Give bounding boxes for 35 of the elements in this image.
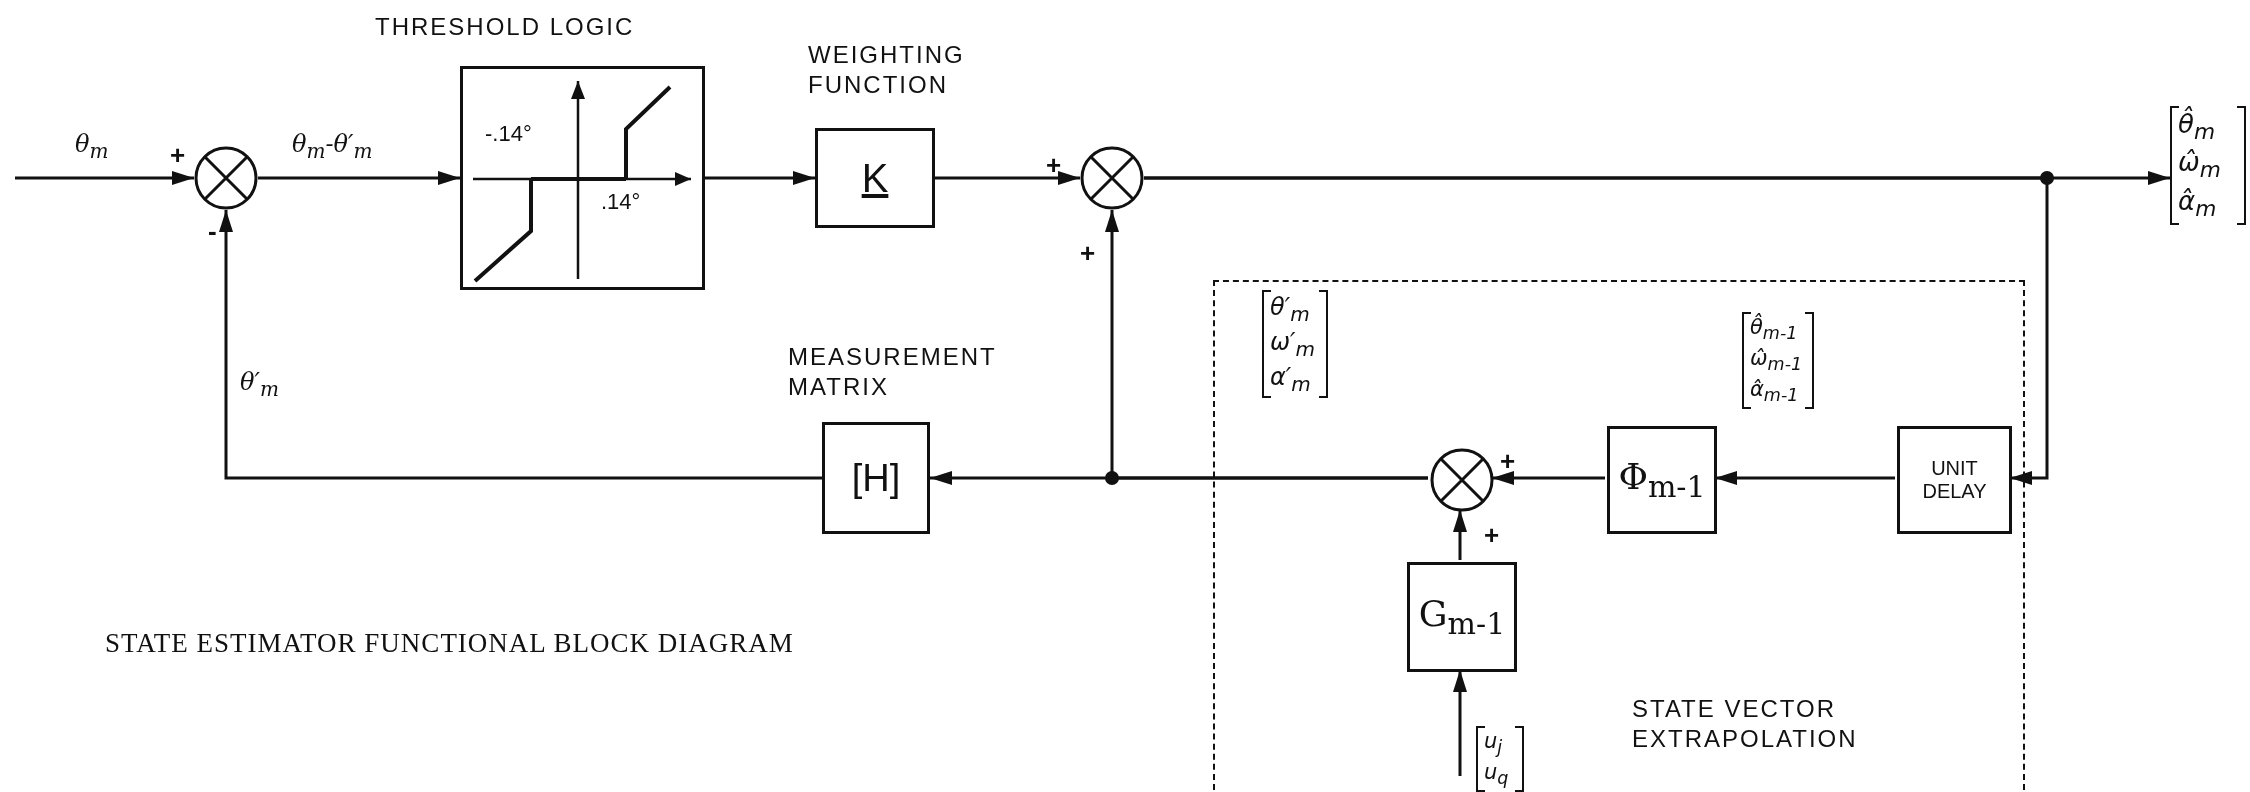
block-box: Φ$_{m-1}$ (1607, 426, 1717, 534)
summing-junction (194, 146, 258, 210)
signal-arrow (935, 171, 1080, 185)
block-title: MEASUREMENT MATRIX (788, 342, 998, 402)
block-title: THRESHOLD LOGIC (375, 12, 636, 42)
block-box: [H] (822, 422, 930, 534)
sign-label: + (1046, 150, 1062, 181)
sign-label: + (1080, 238, 1096, 269)
block-box: K (815, 128, 935, 228)
group-title: STATE VECTOR EXTRAPOLATION (1632, 694, 1859, 754)
signal-arrow (1492, 471, 1605, 485)
signal-arrow (1144, 176, 2049, 485)
sign-label: + (1484, 520, 1500, 551)
signal-arrow (1453, 670, 1467, 776)
summing-junction (1430, 448, 1494, 512)
sign-label: + (1500, 446, 1516, 477)
signal-arrow (1105, 210, 1428, 480)
diagram-caption: STATE ESTIMATOR FUNCTIONAL BLOCK DIAGRAM (105, 628, 794, 659)
signal-arrow (1453, 510, 1467, 560)
block-box: G$_{m-1}$ (1407, 562, 1517, 672)
block-box: UNIT DELAY (1897, 426, 2012, 534)
vector-label: θ′$_{m}$ ω′$_{m}$ α′$_{m}$ (1262, 290, 1328, 399)
signal-arrow (15, 171, 194, 185)
vector-label: u$_{j}$ u$_{q}$ (1476, 726, 1524, 792)
summing-junction (1080, 146, 1144, 210)
signal-arrow (219, 210, 822, 480)
block-title: WEIGHTING FUNCTION (808, 40, 966, 100)
sign-label: + (170, 140, 186, 171)
sign-label: - (208, 216, 217, 247)
signal-arrow (705, 171, 815, 185)
state-vector-label: θ̂$_{m}$ ω̂$_{m}$ α̂$_{m}$ (2170, 106, 2246, 226)
vector-label: θ̂$_{m-1}$ ω̂$_{m-1}$ α̂$_{m-1}$ (1742, 312, 1814, 409)
signal-arrow (1715, 471, 1895, 485)
dashed-group-box (1213, 280, 2025, 790)
signal-arrow (258, 171, 460, 185)
